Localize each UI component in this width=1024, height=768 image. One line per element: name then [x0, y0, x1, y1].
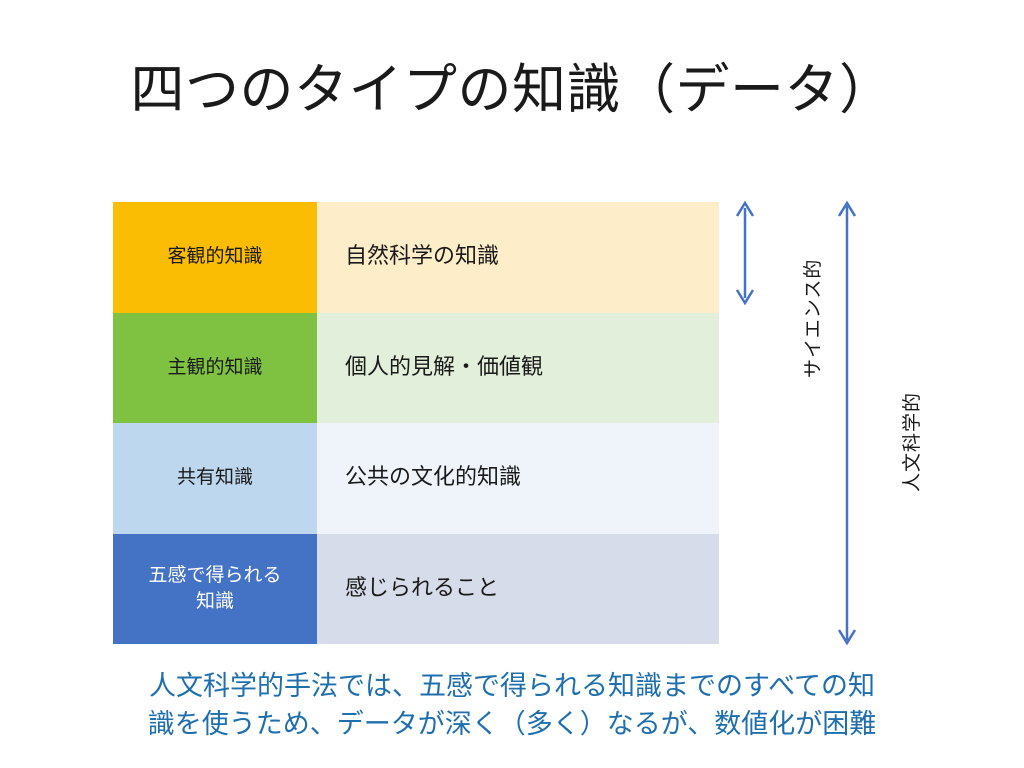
page-title: 四つのタイプの知識（データ） — [130, 58, 894, 121]
knowledge-types-table: 客観的知識 自然科学の知識 主観的知識 個人的見解・価値観 共有知識 公共の文化… — [113, 202, 719, 644]
knowledge-category-senses: 五感で得られる 知識 — [113, 533, 317, 644]
table-row: 共有知識 公共の文化的知識 — [113, 423, 719, 534]
table-row: 五感で得られる 知識 感じられること — [113, 533, 719, 644]
knowledge-category-senses-line2: 知識 — [195, 589, 234, 612]
knowledge-category-subjective: 主観的知識 — [113, 312, 317, 423]
knowledge-description-shared: 公共の文化的知識 — [317, 423, 719, 534]
slide-caption: 人文科学的手法では、五感で得られる知識までのすべての知 識を使うため、データが深… — [0, 668, 1024, 745]
caption-line-1: 人文科学的手法では、五感で得られる知識までのすべての知 — [148, 671, 876, 702]
table-row: 主観的知識 個人的見解・価値観 — [113, 312, 719, 423]
science-double-arrow-icon — [735, 200, 755, 306]
knowledge-description-objective: 自然科学の知識 — [317, 202, 719, 313]
humanities-arrow-icon — [837, 200, 857, 646]
humanities-axis-label: 人文科学的 — [901, 391, 923, 492]
science-axis-label: サイエンス的 — [802, 258, 824, 378]
knowledge-description-subjective: 個人的見解・価値観 — [317, 312, 719, 423]
knowledge-category-shared: 共有知識 — [113, 423, 317, 534]
table-row: 客観的知識 自然科学の知識 — [113, 202, 719, 313]
knowledge-category-objective: 客観的知識 — [113, 202, 317, 313]
knowledge-description-senses: 感じられること — [317, 533, 719, 644]
caption-line-2: 識を使うため、データが深く（多く）なるが、数値化が困難 — [147, 709, 877, 741]
knowledge-category-senses-line1: 五感で得られる — [148, 564, 282, 587]
